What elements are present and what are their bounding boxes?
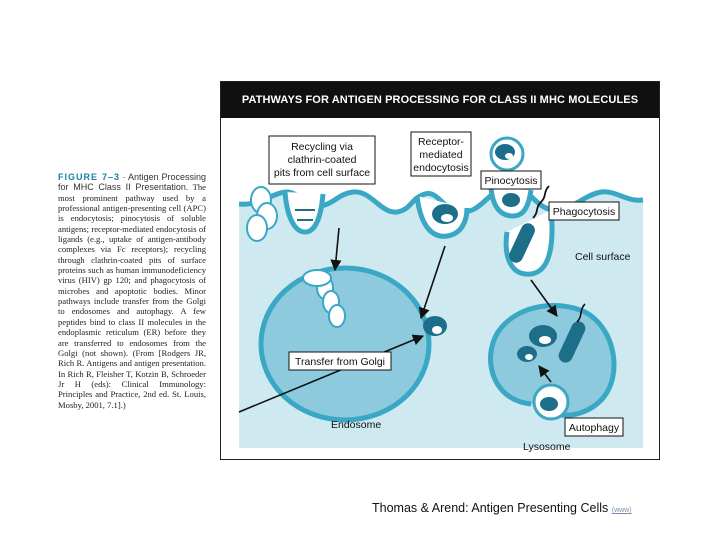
recycling-line-2: clathrin-coated <box>288 154 357 166</box>
label-receptor-mediated: Receptor- mediated endocytosis <box>410 131 472 177</box>
recycling-line-1: Recycling via <box>291 141 353 153</box>
soluble-antigen <box>502 193 520 207</box>
microbe-flagellum <box>532 185 550 219</box>
antigen <box>525 354 533 360</box>
clathrin-coated-pit <box>282 191 326 235</box>
credit-text: Thomas & Arend: Antigen Presenting Cells <box>372 501 609 515</box>
slide-credit: Thomas & Arend: Antigen Presenting Cells… <box>372 501 632 515</box>
label-phagocytosis: Phagocytosis <box>548 201 620 221</box>
recycling-arrow <box>330 227 342 272</box>
receptor-line-3: endocytosis <box>413 162 468 174</box>
antigen <box>539 336 551 344</box>
pathways-diagram: Recycling via clathrin-coated pits from … <box>238 128 644 453</box>
engulfed-microbe <box>558 321 586 363</box>
figure-caption: FIGURE 7–3 · Antigen Processing for MHC … <box>58 172 206 410</box>
antigen <box>441 214 453 222</box>
source-link-text[interactable]: (www) <box>611 507 632 514</box>
label-recycling: Recycling via clathrin-coated pits from … <box>268 135 376 185</box>
antigen <box>432 326 442 334</box>
receptor-line-2: mediated <box>419 149 462 161</box>
pathways-figure: PATHWAYS FOR ANTIGEN PROCESSING FOR CLAS… <box>220 81 660 460</box>
receptor-endocytosis-arrow <box>418 245 446 320</box>
figure-header: PATHWAYS FOR ANTIGEN PROCESSING FOR CLAS… <box>221 82 659 118</box>
autophagy-text: Autophagy <box>569 422 620 434</box>
source-link[interactable]: (www) <box>612 507 632 514</box>
microbe <box>509 223 535 263</box>
lysosomal-antigen <box>517 346 537 362</box>
endosome <box>258 265 432 423</box>
clathrin-coat <box>295 209 315 221</box>
label-pinocytosis: Pinocytosis <box>480 170 542 190</box>
figure-label: FIGURE 7–3 <box>58 172 120 182</box>
figure-title: · Antigen Processing for MHC Class II Pr… <box>58 172 206 193</box>
receptor-line-1: Receptor- <box>418 136 465 148</box>
autophagy-arrow <box>538 365 552 383</box>
cell-surface-label: Cell surface <box>575 251 631 263</box>
label-autophagy: Autophagy <box>564 417 624 437</box>
autophagic-cargo <box>540 397 558 411</box>
endosome-label: Endosome <box>331 419 381 431</box>
golgi-text: Transfer from Golgi <box>295 356 385 368</box>
phagocytosis-arrow <box>530 279 558 317</box>
recycling-vesicle <box>246 214 268 242</box>
microbe-flagellum <box>576 303 586 323</box>
recycling-vesicle <box>302 269 332 287</box>
antigen <box>505 153 513 159</box>
pinocytosis-text: Pinocytosis <box>484 175 537 187</box>
recycling-line-3: pits from cell surface <box>274 167 370 179</box>
recycling-vesicle <box>328 304 346 328</box>
phagocytosis-text: Phagocytosis <box>553 206 615 218</box>
label-golgi: Transfer from Golgi <box>288 351 392 371</box>
golgi-transfer-arrow <box>238 334 425 413</box>
lysosome-label: Lysosome <box>523 441 571 453</box>
caption-body: The most prominent pathway used by a pro… <box>58 182 206 410</box>
